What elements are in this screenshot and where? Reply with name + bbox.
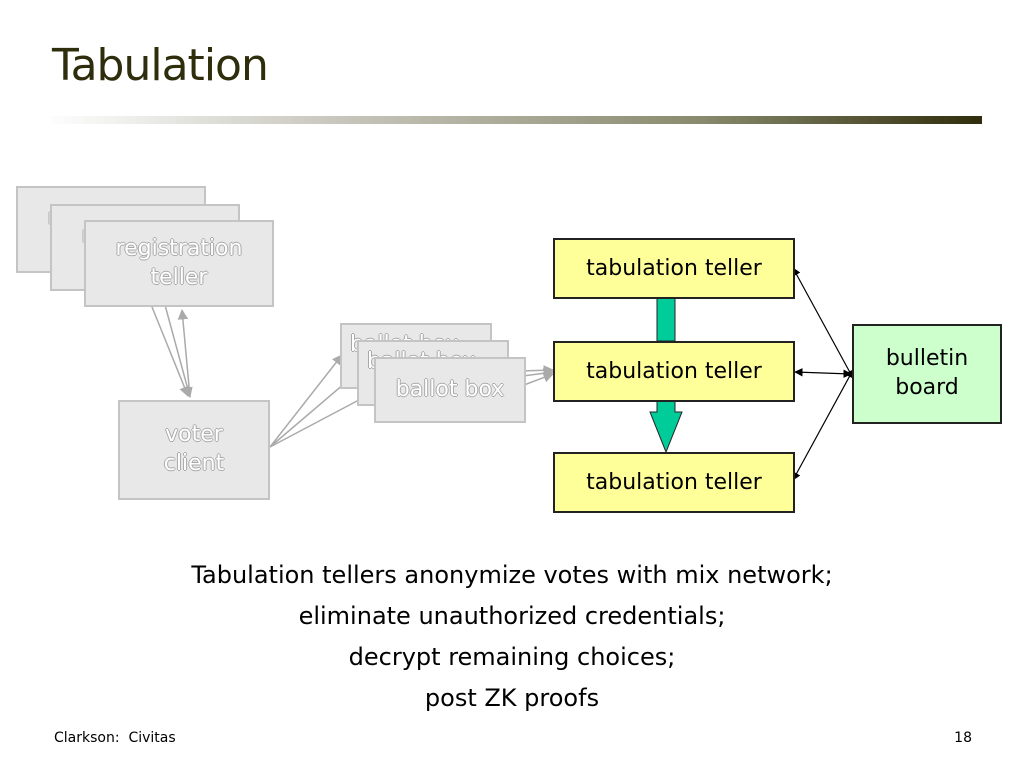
teller-board-arrow [792,369,854,481]
footer-author: Clarkson: Civitas [54,730,176,746]
tabulation-teller-box: tabulation teller [553,452,795,513]
caption-line: eliminate unauthorized credentials; [298,602,726,630]
registration-teller-label-line1: registration [115,235,243,261]
voter-to-ballot-line [269,354,343,448]
teller-board-arrow [794,368,852,378]
tabulation-teller-label: tabulation teller [586,256,762,281]
mix-arrow-lower-head [649,400,683,454]
caption-line: decrypt remaining choices; [348,643,676,671]
caption-line: post ZK proofs [424,684,600,712]
ballot-box-label: ballot box [395,376,505,402]
tabulation-teller-box: tabulation teller [553,341,795,402]
voter-client-box: voter client [118,400,270,500]
tabulation-teller-box: tabulation teller [553,238,795,299]
ballot-to-teller-line [523,372,554,386]
caption-line: Tabulation tellers anonymize votes with … [191,561,833,589]
mix-arrow-upper-shaft [656,297,676,342]
title-underline-bar [42,116,982,124]
ballot-box: ballot box [374,357,526,423]
voter-client-label-line1: voter [165,422,223,448]
bulletin-board-box: bulletin board [852,324,1002,424]
voter-to-ballot-line [269,391,375,448]
reg-to-voter-line [149,301,190,397]
tabulation-teller-label: tabulation teller [586,470,762,495]
voter-client-label-line2: client [163,451,225,476]
registration-teller-label-line2: teller [150,264,208,290]
registration-teller-box: registration teller [84,220,274,307]
slide-caption: Tabulation tellers anonymize votes with … [0,555,1024,719]
reg-to-voter-line [164,304,193,399]
bulletin-board-label-line2: board [895,375,959,400]
tabulation-teller-label: tabulation teller [586,359,762,384]
bulletin-board-label-line1: bulletin [885,346,969,372]
reg-to-voter-line [177,308,191,398]
slide-title: Tabulation [52,40,269,91]
page-number: 18 [954,730,972,746]
teller-board-arrow [792,267,854,379]
